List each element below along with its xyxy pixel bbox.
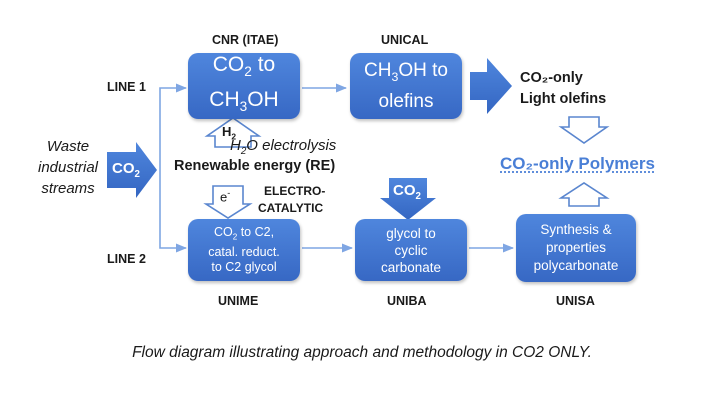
box-co2-to-c2-glycol: CO2 to C2, catal. reduct. to C2 glycol xyxy=(188,219,300,281)
big-arrow-to-olefins xyxy=(470,58,512,114)
box-glycol-to-carbonate: glycol to cyclic carbonate xyxy=(355,219,467,281)
electron-down-arrow xyxy=(203,185,253,219)
olefins-line-1: CO₂-only xyxy=(520,70,583,86)
co2-only-light-olefins-label: CO₂-only Light olefins xyxy=(520,68,606,110)
co2-only-polymers-label: CO₂-only Polymers xyxy=(500,154,655,173)
figure-caption: Flow diagram illustrating approach and m… xyxy=(132,344,592,361)
box-ch3oh-to-olefins: CH3OH to olefins xyxy=(350,53,462,119)
electrocatalytic-label: ELECTRO- CATALYTIC xyxy=(258,183,325,217)
co2-input-arrow-label: CO2 xyxy=(112,160,140,180)
electron-arrow-label: e- xyxy=(220,188,231,205)
synthesis-to-polymers-arrow xyxy=(558,182,610,207)
h2o-electrolysis-label: H2O electrolysis xyxy=(230,137,337,157)
olefins-line-2: Light olefins xyxy=(520,91,607,107)
co2-input-text: CO xyxy=(112,160,135,177)
box1-line-2: CH3OH xyxy=(209,88,279,115)
cnr-label: CNR (ITAE) xyxy=(212,33,279,47)
box-synthesis-polycarbonate: Synthesis & properties polycarbonate xyxy=(516,214,636,282)
renewable-energy-label: Renewable energy (RE) xyxy=(174,158,336,174)
unisa-label: UNISA xyxy=(556,294,595,308)
waste-line-1: Waste xyxy=(46,138,90,155)
line-1-connector xyxy=(159,83,188,162)
box1-line-1: CO2 to xyxy=(212,52,276,79)
box2-line-1: CH3OH to xyxy=(364,59,448,84)
olefins-to-polymers-arrow xyxy=(558,116,610,144)
box3-line-3: to C2 glycol xyxy=(211,259,277,274)
line2-label: LINE 2 xyxy=(107,252,146,266)
line1-label: LINE 1 xyxy=(107,80,146,94)
h2-up-arrow xyxy=(204,117,262,148)
co2-down-arrow xyxy=(380,178,436,220)
box5-line-2: properties xyxy=(545,240,607,255)
box3-line-1: CO2 to C2, xyxy=(213,225,275,242)
box5-line-3: polycarbonate xyxy=(533,258,619,273)
co2-input-arrow xyxy=(107,142,157,198)
unical-label: UNICAL xyxy=(381,33,429,47)
unime-label: UNIME xyxy=(218,294,259,308)
waste-line-2: industrial xyxy=(37,159,99,176)
box-co2-to-ch3oh: CO2 to CH3OH xyxy=(188,53,300,119)
waste-line-3: streams xyxy=(41,180,95,197)
box4-line-3: carbonate xyxy=(380,259,442,275)
box4-line-1: glycol to xyxy=(386,225,436,241)
line-2-connector xyxy=(159,162,188,253)
electrocatalytic-line-2: CATALYTIC xyxy=(258,201,324,215)
co2-input-sub: 2 xyxy=(134,169,140,180)
electrocatalytic-line-1: ELECTRO- xyxy=(264,184,326,198)
box3-line-2: catal. reduct. xyxy=(208,244,280,259)
waste-streams-label: Waste industrial streams xyxy=(28,136,108,199)
uniba-label: UNIBA xyxy=(387,294,427,308)
box5-line-1: Synthesis & xyxy=(540,222,612,237)
box2-line-2: olefins xyxy=(378,91,434,113)
h2-arrow-label: H2 xyxy=(222,124,237,142)
box4-line-2: cyclic xyxy=(394,242,428,258)
co2-down-arrow-label: CO2 xyxy=(393,182,421,202)
